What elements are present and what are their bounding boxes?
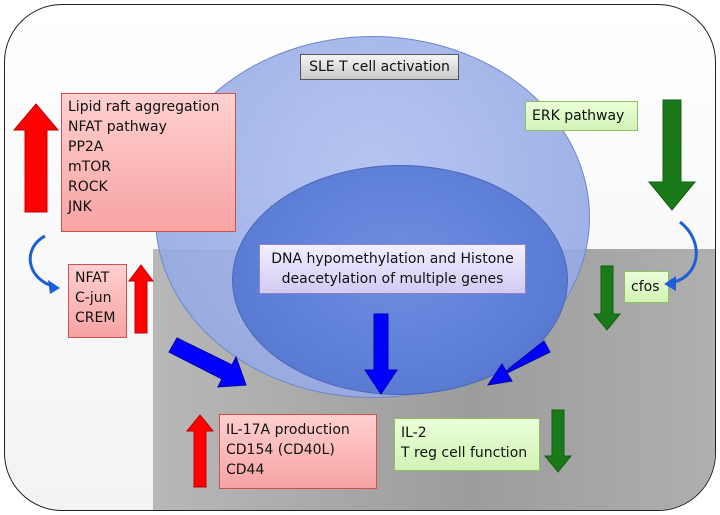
outcome-down-line: T reg cell function xyxy=(401,445,528,461)
down-box-1: ERK pathway xyxy=(525,101,638,131)
up-box-1-line: NFAT pathway xyxy=(68,119,167,135)
up-box-1-line: mTOR xyxy=(68,159,111,175)
down-box-2: cfos xyxy=(624,271,669,303)
up-box-1-line: JNK xyxy=(68,199,92,215)
up-box-2-line: C-jun xyxy=(75,290,112,306)
outcome-up-line: CD154 (CD40L) xyxy=(226,442,335,458)
center-box: DNA hypomethylation and Histone deacetyl… xyxy=(259,244,526,294)
up-box-1-line: Lipid raft aggregation xyxy=(68,99,220,115)
up-box-2: NFAT C-jun CREM xyxy=(68,264,127,338)
outcome-up-box: IL-17A production CD154 (CD40L) CD44 xyxy=(219,414,377,489)
up-box-2-line: CREM xyxy=(75,310,116,326)
down-box-2-text: cfos xyxy=(631,279,660,295)
up-box-1-line: PP2A xyxy=(68,139,104,155)
title-text: SLE T cell activation xyxy=(309,59,450,75)
down-arrow-icon xyxy=(543,409,573,473)
up-arrow-icon xyxy=(128,264,154,334)
up-box-2-line: NFAT xyxy=(75,270,110,286)
center-box-line: DNA hypomethylation and Histone xyxy=(271,251,514,267)
outcome-down-box: IL-2 T reg cell function xyxy=(394,418,540,471)
up-arrow-icon xyxy=(185,414,215,488)
down-arrow-icon xyxy=(647,99,697,211)
title-box: SLE T cell activation xyxy=(300,54,459,80)
outcome-up-line: CD44 xyxy=(226,462,265,478)
up-box-1-line: ROCK xyxy=(68,179,108,195)
up-arrow-icon xyxy=(12,103,60,213)
up-box-1: Lipid raft aggregation NFAT pathway PP2A… xyxy=(61,93,236,232)
down-box-1-text: ERK pathway xyxy=(532,108,625,124)
outcome-up-line: IL-17A production xyxy=(226,422,350,438)
center-box-line: deacetylation of multiple genes xyxy=(281,271,504,287)
outcome-down-line: IL-2 xyxy=(401,425,427,441)
down-arrow-icon xyxy=(592,265,622,331)
